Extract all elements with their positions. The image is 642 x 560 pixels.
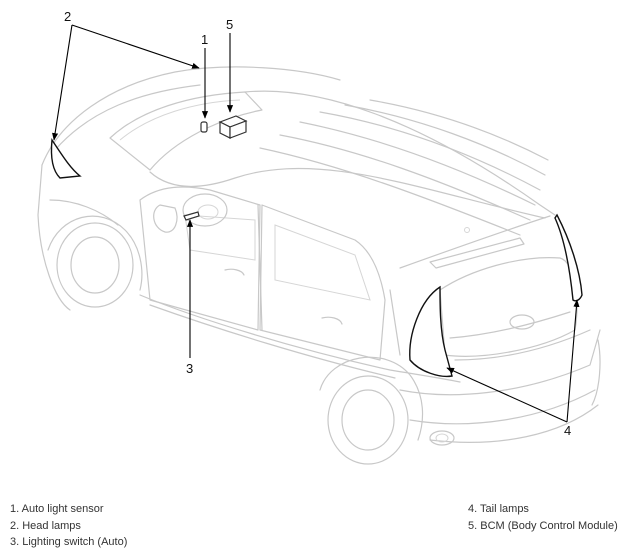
legend-right: 4. Tail lamps 5. BCM (Body Control Modul… (468, 501, 618, 534)
callout-4: 4 (564, 423, 571, 438)
legend-item-tail-lamps: 4. Tail lamps (468, 503, 529, 515)
tail-lamp-left-shape (409, 285, 453, 378)
legend-item-lighting-switch: 3. Lighting switch (Auto) (10, 536, 128, 548)
auto-light-sensor-shape (200, 121, 208, 133)
vehicle-outline (37, 66, 601, 465)
callout-5: 5 (226, 17, 233, 32)
bcm-shape (218, 115, 248, 139)
leader-line-2b (71, 24, 200, 69)
legend-left: 1. Auto light sensor 2. Head lamps 3. Li… (10, 501, 127, 551)
callout-3: 3 (186, 361, 193, 376)
leader-line-4b (566, 299, 580, 423)
legend-item-head-lamps: 2. Head lamps (10, 519, 81, 532)
callout-1: 1 (201, 32, 208, 47)
leader-line-2a (52, 24, 73, 141)
legend-item-auto-light-sensor: 1. Auto light sensor (10, 503, 104, 515)
head-lamp-shape (50, 137, 82, 179)
callout-2: 2 (64, 9, 71, 24)
lighting-switch-shape (183, 211, 200, 221)
legend-item-bcm: 5. BCM (Body Control Module) (468, 519, 618, 532)
leader-line-4a (446, 367, 568, 423)
vehicle-component-location-diagram: 1 2 3 4 5 (37, 9, 601, 465)
